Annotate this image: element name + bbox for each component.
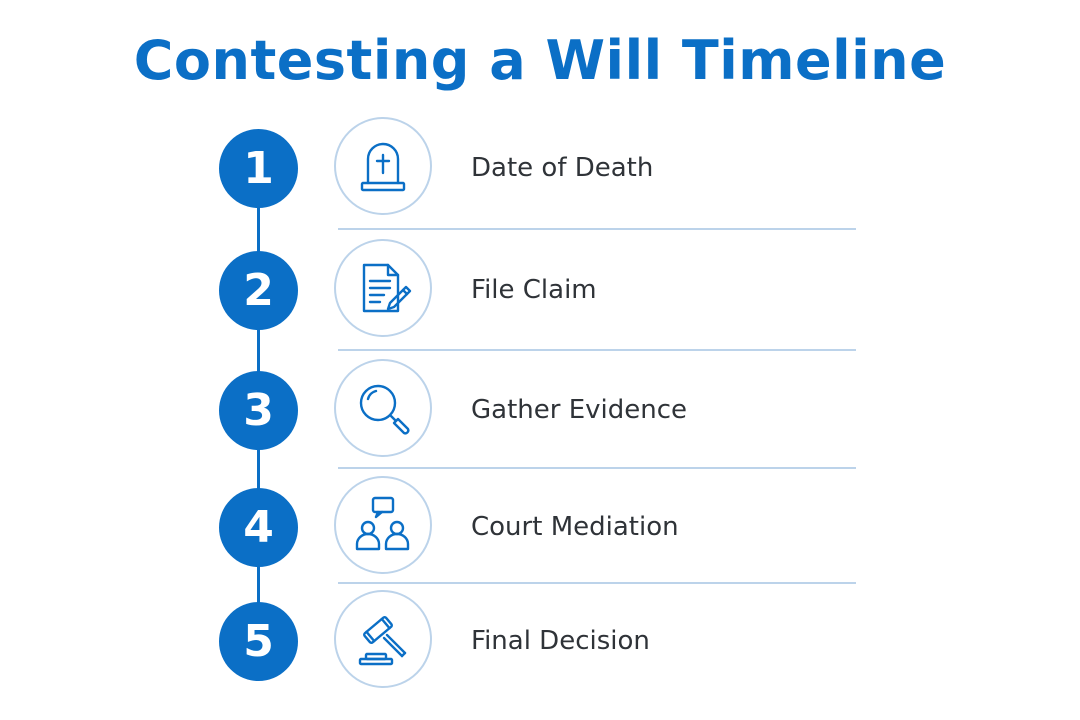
timeline-step-1: 1 Date of Death (0, 113, 1080, 223)
magnifier-icon (359, 384, 410, 435)
step-divider (338, 228, 856, 230)
step-divider (338, 467, 856, 469)
step-number-badge: 1 (219, 129, 298, 208)
step-number-badge: 3 (219, 371, 298, 450)
step-divider (338, 349, 856, 351)
gavel-icon (358, 616, 407, 666)
page-title: Contesting a Will Timeline (133, 29, 947, 92)
timeline-step-3: 3 Gather Evidence (0, 355, 1080, 465)
document-pen-icon (362, 263, 412, 313)
step-number-badge: 2 (219, 251, 298, 330)
timeline-step-2: 2 File Claim (0, 235, 1080, 345)
step-icon-ring (334, 359, 432, 457)
step-icon-ring (334, 239, 432, 337)
step-label: Final Decision (471, 626, 650, 656)
step-icon-ring (334, 117, 432, 215)
step-label: Court Mediation (471, 512, 679, 542)
step-label: Gather Evidence (471, 395, 688, 425)
people-chat-icon (355, 496, 410, 551)
step-divider (338, 582, 856, 584)
step-label: File Claim (471, 275, 597, 305)
headstone-icon (360, 142, 406, 192)
step-number-badge: 4 (219, 488, 298, 567)
timeline-step-4: 4 Court Mediation (0, 472, 1080, 582)
step-label: Date of Death (471, 153, 654, 183)
step-icon-ring (334, 476, 432, 574)
step-icon-ring (334, 590, 432, 688)
timeline-step-5: 5 Final Decision (0, 586, 1080, 696)
step-number-badge: 5 (219, 602, 298, 681)
